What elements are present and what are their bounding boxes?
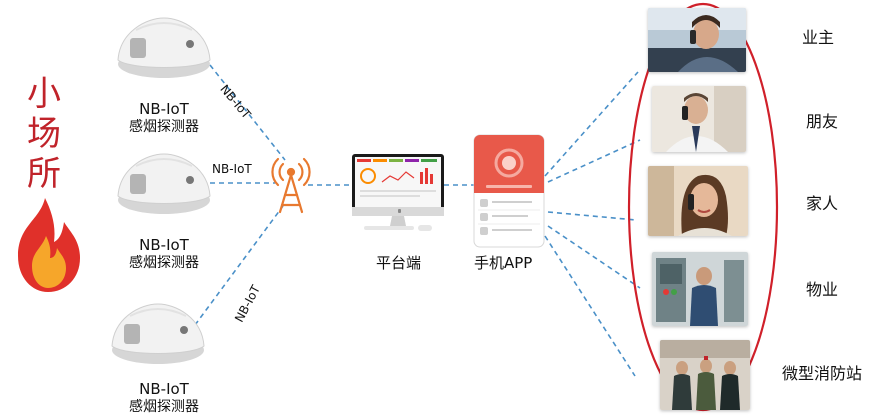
detector-label-2: NB-IoT 感烟探测器 <box>104 236 224 272</box>
link-label-middle: NB-IoT <box>212 162 252 176</box>
man-on-phone-image <box>648 8 746 72</box>
platform-label: 平台端 <box>376 254 422 272</box>
detector-name: 感烟探测器 <box>129 119 199 135</box>
link-app-owner <box>544 71 639 177</box>
fire-station-team-image <box>660 340 750 410</box>
recipient-label-friend: 朋友 <box>806 112 839 131</box>
detector-name: 感烟探测器 <box>129 255 199 271</box>
smoke-detector-icon-1 <box>117 17 211 78</box>
photo-owner <box>648 8 746 72</box>
platform-monitor-icon <box>352 154 444 231</box>
recipient-label-property: 物业 <box>806 280 839 299</box>
photo-firestation <box>660 340 750 410</box>
woman-on-phone-image <box>648 166 748 236</box>
photo-friend <box>652 86 746 152</box>
detector-type: NB-IoT <box>139 236 189 254</box>
detector-label-1: NB-IoT 感烟探测器 <box>104 100 224 136</box>
recipient-label-owner: 业主 <box>802 28 835 47</box>
photo-property <box>652 252 748 326</box>
smoke-detector-icon-3 <box>111 303 205 364</box>
link-app-property <box>547 225 641 289</box>
photo-family <box>648 166 748 236</box>
link-app-friend <box>547 139 641 183</box>
link-detector-1 <box>209 64 286 161</box>
mobile-app-icon <box>473 134 545 248</box>
venue-title: 小场所 <box>27 74 61 194</box>
link-detector-3 <box>194 205 284 326</box>
recipients-ellipse <box>627 2 779 412</box>
signal-tower-icon <box>271 157 311 214</box>
link-app-firestation <box>544 235 636 377</box>
detector-type: NB-IoT <box>139 100 189 118</box>
detector-label-3: NB-IoT 感烟探测器 <box>104 380 224 416</box>
link-app-family <box>547 211 637 221</box>
detector-type: NB-IoT <box>139 380 189 398</box>
recipient-label-family: 家人 <box>806 194 839 213</box>
recipient-label-firestation: 微型消防站 <box>782 364 863 383</box>
control-room-worker-image <box>652 252 748 326</box>
man-on-phone-office-image <box>652 86 746 152</box>
smoke-detector-icon-2 <box>117 153 211 214</box>
app-label: 手机APP <box>474 254 533 272</box>
flame-icon <box>18 198 80 292</box>
detector-name: 感烟探测器 <box>129 399 199 415</box>
